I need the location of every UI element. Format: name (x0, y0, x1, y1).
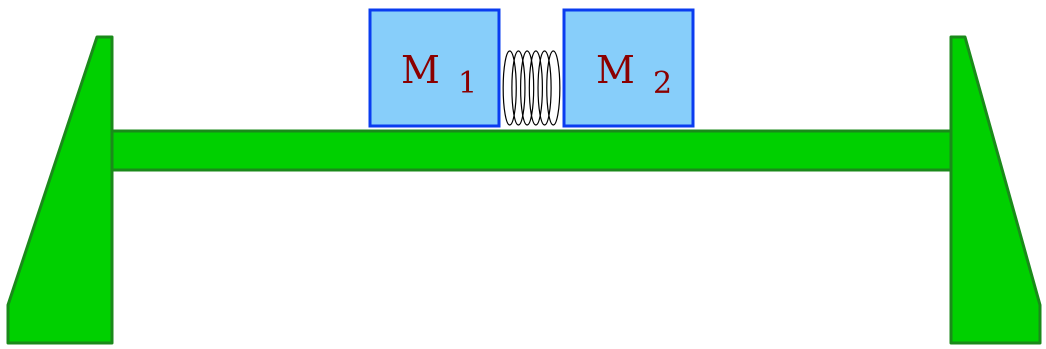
mass-m2-label: M 2 (596, 48, 672, 101)
spring-coil (537, 50, 552, 126)
spring-coil (546, 50, 561, 126)
mass-m2-block (562, 8, 695, 128)
left-support (6, 35, 114, 345)
mass-m1-subscript: 1 (458, 66, 477, 101)
mass-m1-block (368, 8, 501, 128)
spring (502, 50, 561, 126)
track-beam (110, 129, 953, 172)
mass-m2-letter: M (596, 48, 635, 92)
right-support (949, 35, 1042, 345)
spring-coil (528, 50, 544, 126)
spring-coil (502, 50, 517, 126)
mass-m1-letter: M (401, 48, 440, 92)
mass-m2: M 2 (562, 8, 695, 128)
spring-coil (520, 50, 535, 126)
mass-m1: M 1 (368, 8, 501, 128)
mass-m2-subscript: 2 (653, 66, 672, 101)
spring-coil (511, 50, 526, 126)
mass-m1-label: M 1 (401, 48, 477, 101)
